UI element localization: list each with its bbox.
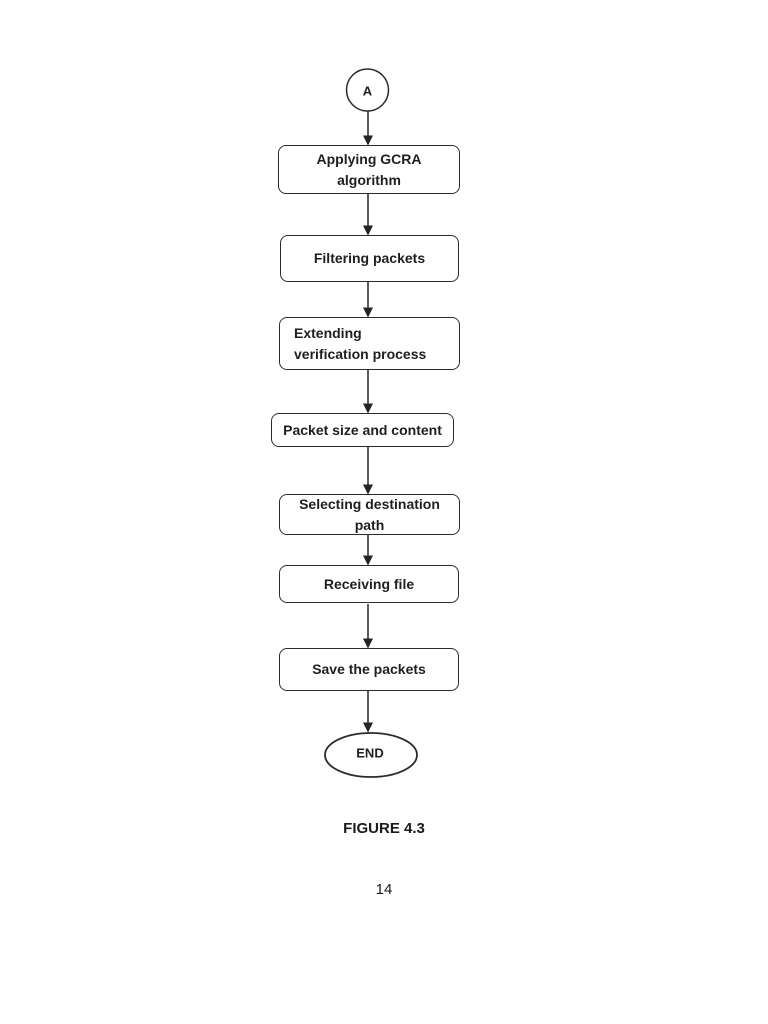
flow-step-label: Receiving file: [323, 575, 415, 592]
flow-step-label: Filtering packets: [313, 250, 426, 267]
flow-step-label: Packet size and content: [283, 421, 442, 438]
flow-step-label: Extending verification process: [294, 325, 427, 362]
start-connector-label: A: [363, 84, 373, 99]
flow-step-label: Selecting destination path: [299, 496, 440, 533]
flow-step-label: Applying GCRA algorithm: [316, 151, 422, 188]
flow-step-applying-gcra-algorithm: Applying GCRA algorithm: [278, 145, 460, 194]
flow-step-extending-verification-process: Extending verification process: [279, 317, 460, 370]
end-terminator-label: END: [356, 746, 383, 761]
flow-step-filtering-packets: Filtering packets: [280, 235, 459, 282]
figure-caption: FIGURE 4.3: [343, 820, 425, 837]
end-terminator-ellipse: [324, 732, 418, 778]
flow-step-save-the-packets: Save the packets: [279, 648, 459, 691]
flow-step-selecting-destination-path: Selecting destination path: [279, 494, 460, 535]
flow-step-label: Save the packets: [312, 661, 426, 678]
flow-step-packet-size-and-content: Packet size and content: [271, 413, 454, 447]
flow-step-receiving-file: Receiving file: [279, 565, 459, 603]
page-number: 14: [375, 881, 393, 898]
